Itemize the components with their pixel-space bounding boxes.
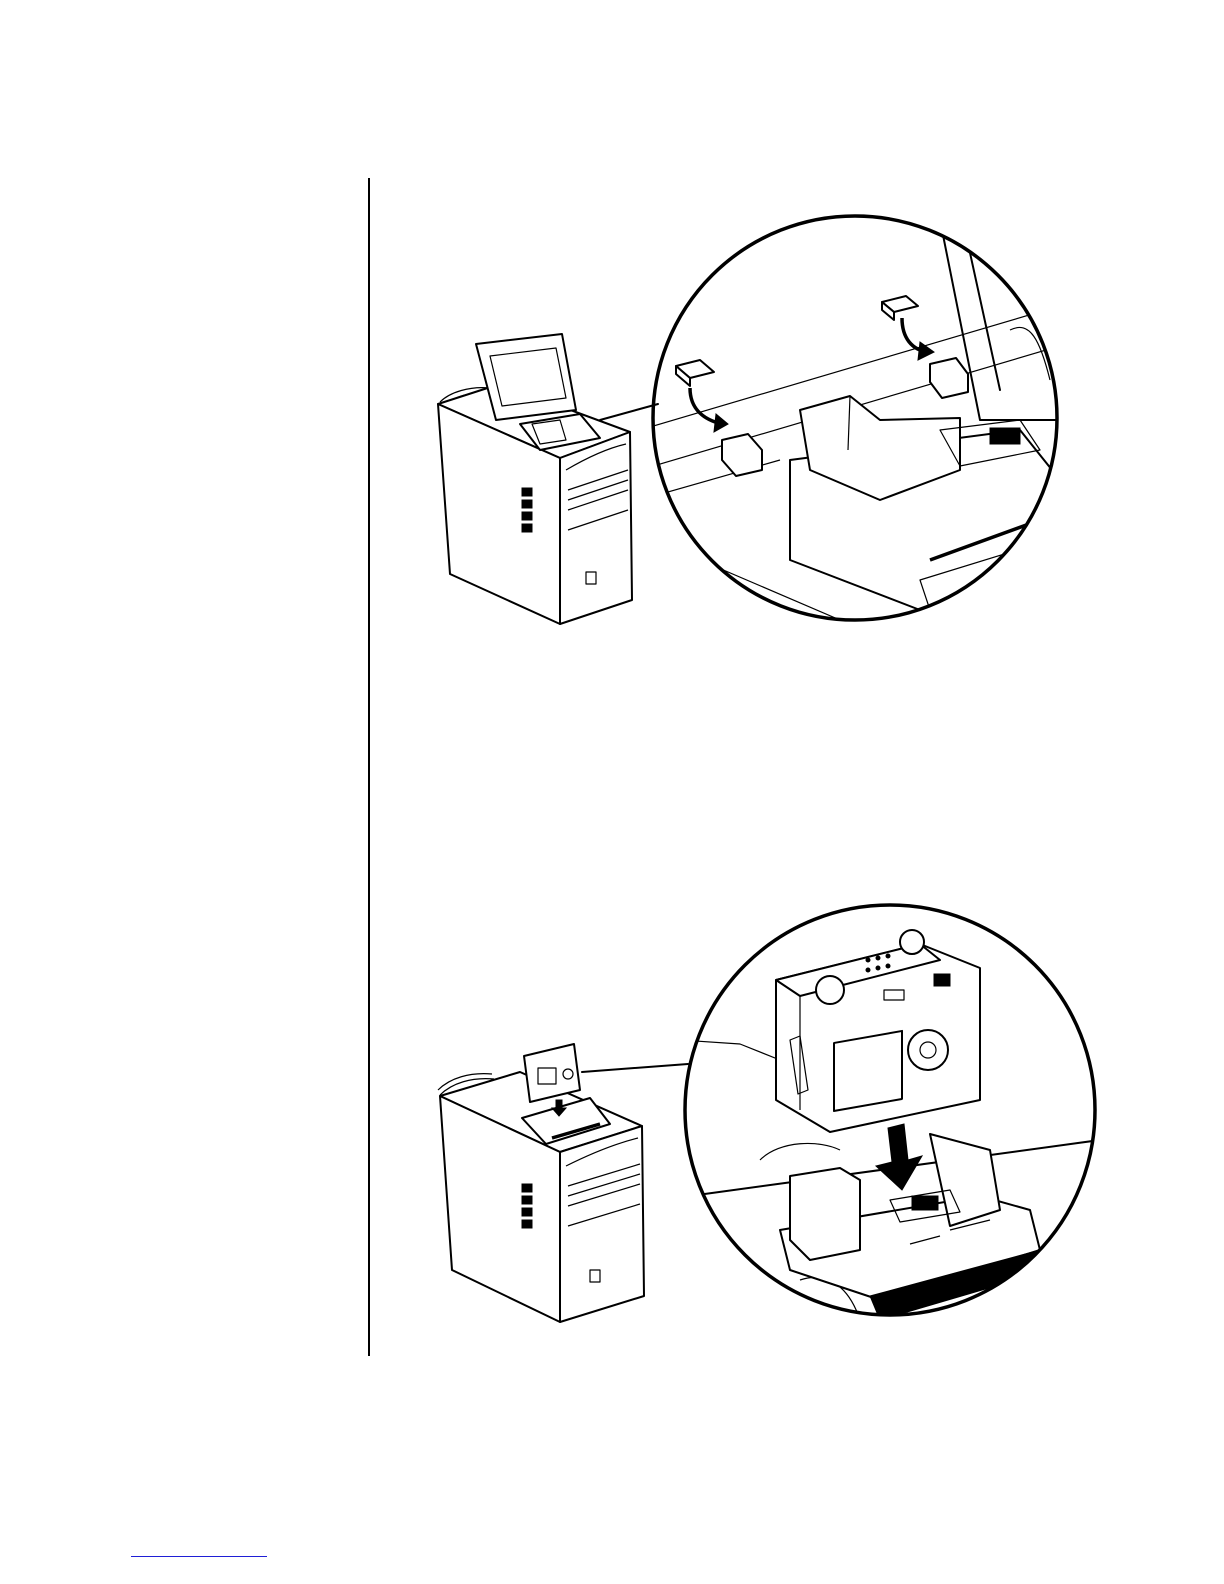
digital-camera-icon (524, 1044, 580, 1102)
pc-tower-icon (438, 1044, 644, 1322)
footer-link-rule (131, 1556, 267, 1557)
digital-camera-icon (776, 930, 980, 1132)
leader-line (582, 1064, 688, 1072)
pc-tower-icon (438, 334, 632, 624)
figure-dock-adapter (0, 200, 1224, 640)
figure-camera-dock (0, 900, 1224, 1340)
magnified-view (680, 930, 1100, 1320)
dock-connector-icon (912, 1196, 938, 1210)
leader-line (600, 404, 658, 420)
down-arrow-icon (876, 1124, 922, 1190)
